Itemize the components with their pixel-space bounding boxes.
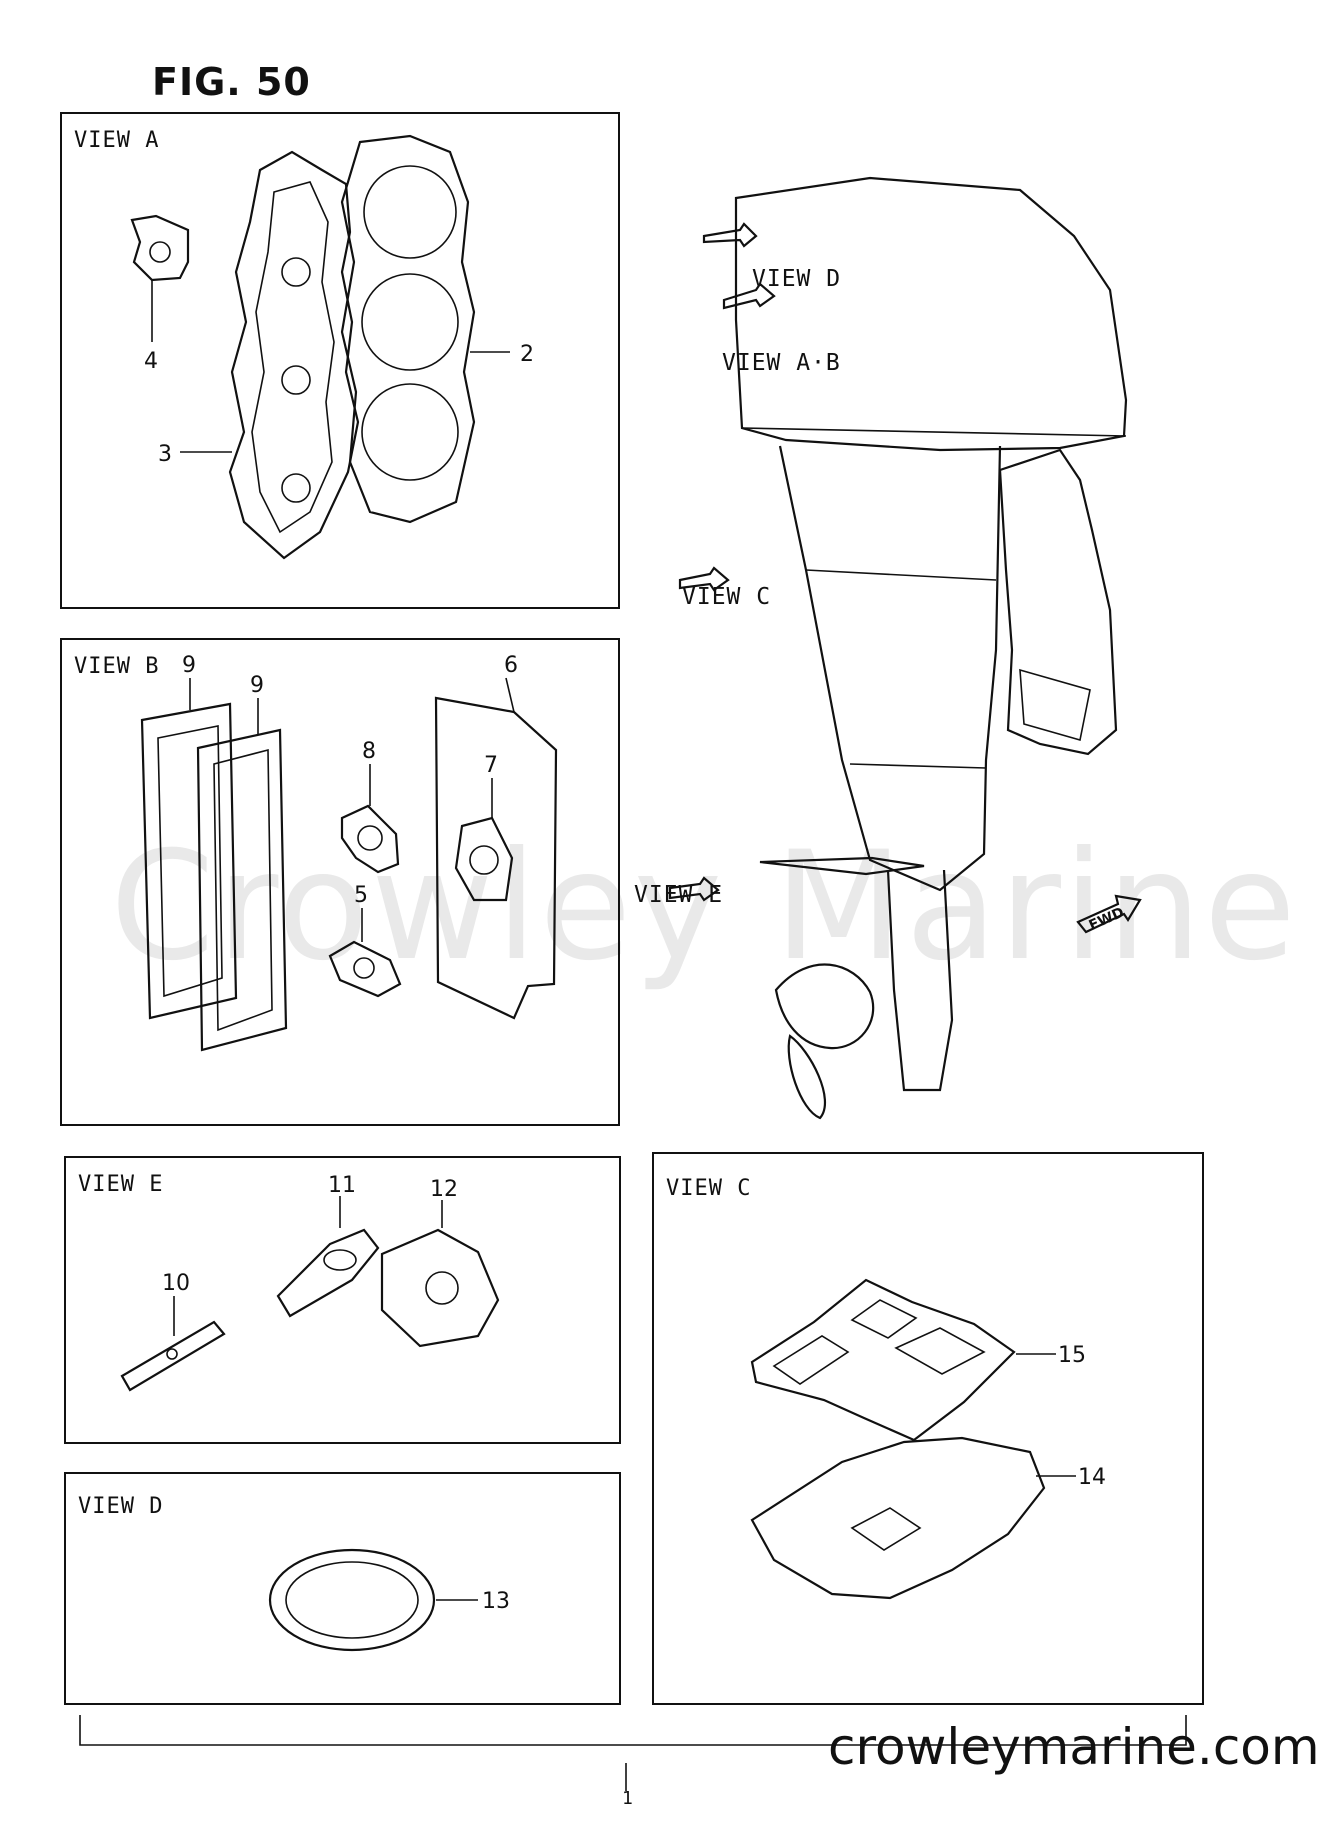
panel-view-b-label: VIEW B [74, 654, 160, 679]
pointer-label-view-e: VIEW E [634, 882, 724, 908]
mounting-bracket [998, 448, 1118, 756]
callout-part-11: 11 [328, 1173, 356, 1198]
gasket-part-14 [750, 1436, 1046, 1600]
callout-part-2: 2 [520, 342, 534, 367]
panel-view-a-label: VIEW A [74, 128, 160, 153]
arrow-view-d [702, 222, 758, 248]
gasket-part-12 [380, 1228, 500, 1348]
pointer-label-view-d: VIEW D [752, 266, 842, 292]
engine-cowling [734, 176, 1128, 452]
bottom-bracket-line [79, 1715, 1187, 1791]
gasket-part-2 [340, 134, 476, 524]
watermark-text: Crowley Marine [110, 820, 1299, 994]
footer-site-url: crowleymarine.com [828, 1718, 1320, 1776]
view-b-drawing: 9 9 6 8 7 5 [140, 653, 558, 1052]
propeller [774, 963, 875, 1050]
pointer-label-view-ab: VIEW A·B [722, 350, 841, 376]
gasket-part-9-rear [140, 702, 238, 1020]
callout-part-4: 4 [144, 349, 158, 374]
gasket-part-6 [434, 696, 558, 1020]
arrow-view-e [668, 876, 720, 902]
callout-part-8: 8 [362, 739, 376, 764]
arrow-view-c [678, 566, 730, 592]
callout-part-12: 12 [430, 1177, 458, 1202]
motor-gearcase [886, 869, 954, 1092]
gasket-part-4 [130, 214, 190, 282]
callout-part-9-a: 9 [182, 653, 196, 678]
view-a-drawing: 2 3 4 [130, 134, 534, 560]
panel-view-c-label: VIEW C [666, 1176, 752, 1201]
outboard-motor-drawing: FWD [668, 176, 1142, 1120]
gasket-part-9-front [196, 728, 288, 1052]
callout-part-14: 14 [1078, 1465, 1106, 1490]
figure-title: FIG. 50 [152, 60, 311, 104]
callout-part-10: 10 [162, 1271, 190, 1296]
view-c-drawing: 15 14 [750, 1278, 1106, 1600]
gasket-part-11 [276, 1228, 380, 1318]
gasket-part-13 [268, 1548, 436, 1652]
gasket-part-10 [120, 1320, 226, 1392]
gasket-part-7 [454, 816, 514, 902]
gasket-part-5 [328, 940, 402, 998]
callout-part-7: 7 [484, 753, 498, 778]
arrow-view-ab [722, 282, 776, 310]
panel-view-d: VIEW D [64, 1472, 621, 1705]
panel-view-d-label: VIEW D [78, 1494, 164, 1519]
panel-view-e: VIEW E [64, 1156, 621, 1444]
callout-part-3: 3 [158, 442, 172, 467]
callout-part-6: 6 [504, 653, 518, 678]
panel-view-a: VIEW A [60, 112, 620, 609]
callout-part-15: 15 [1058, 1343, 1086, 1368]
view-e-drawing: 11 12 10 [120, 1173, 500, 1392]
callout-part-9-b: 9 [250, 673, 264, 698]
callout-part-5: 5 [354, 883, 368, 908]
gasket-part-8 [340, 804, 400, 874]
panel-view-b: VIEW B [60, 638, 620, 1126]
panel-view-e-label: VIEW E [78, 1172, 164, 1197]
fwd-arrow [1076, 894, 1142, 934]
gasket-part-15 [750, 1278, 1016, 1442]
motor-midsection [778, 445, 1002, 892]
callout-part-13: 13 [482, 1589, 510, 1614]
page-number: 1 [622, 1788, 633, 1809]
gasket-part-3 [228, 150, 360, 560]
panel-view-c: VIEW C [652, 1152, 1204, 1705]
view-d-drawing: 13 [268, 1548, 510, 1652]
pointer-label-view-c: VIEW C [682, 584, 772, 610]
